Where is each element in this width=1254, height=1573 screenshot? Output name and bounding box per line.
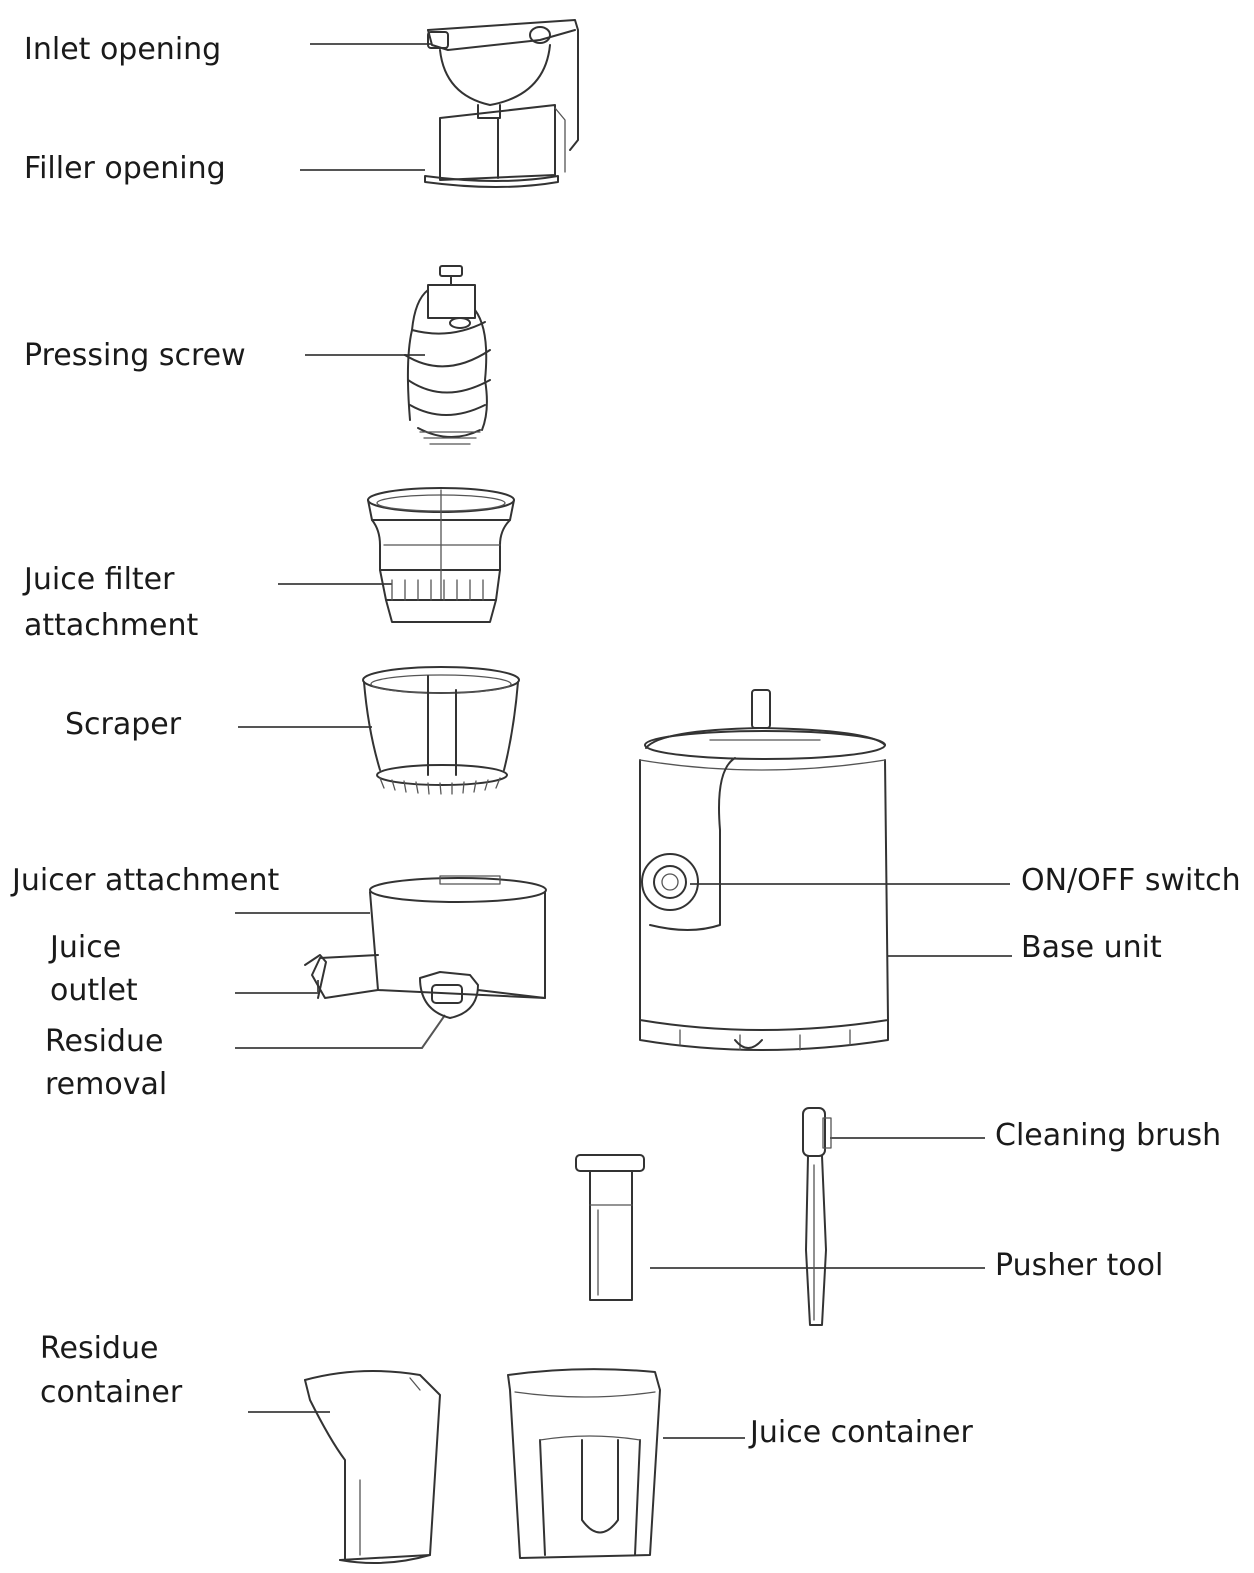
label-scraper: Scraper: [65, 707, 182, 742]
label-cleaning-brush: Cleaning brush: [995, 1118, 1222, 1153]
label-residue-container-line1: Residue: [40, 1331, 159, 1366]
pressing-screw-drawing: [404, 265, 491, 445]
cleaning-brush-drawing: [802, 1107, 832, 1326]
label-residue-removal-line2: removal: [45, 1067, 168, 1102]
base-unit-drawing: [639, 689, 889, 1051]
leader-residue-removal: [235, 1014, 446, 1049]
residue-container-drawing: [304, 1370, 441, 1565]
label-filler-opening: Filler opening: [24, 151, 226, 186]
label-juice-container: Juice container: [750, 1415, 973, 1450]
label-juice-filter-line2: attachment: [24, 608, 199, 643]
leader-lines: [235, 43, 1012, 1439]
inlet-lid-drawing: [424, 19, 579, 188]
label-onoff-switch: ON/OFF switch: [1021, 863, 1241, 898]
juice-filter-drawing: [367, 487, 515, 623]
juicer-attachment-drawing: [304, 875, 547, 1019]
label-juice-outlet-line1: Juice: [50, 930, 122, 965]
label-pusher-tool: Pusher tool: [995, 1248, 1164, 1283]
label-residue-removal-line1: Residue: [45, 1024, 164, 1059]
label-base-unit: Base unit: [1021, 930, 1162, 965]
scraper-drawing: [362, 666, 520, 795]
label-inlet-opening: Inlet opening: [24, 32, 222, 67]
label-residue-container-line2: container: [40, 1375, 183, 1410]
label-juicer-attachment: Juicer attachment: [12, 863, 280, 898]
label-juice-outlet-line2: outlet: [50, 973, 138, 1008]
label-juice-filter-line1: Juice filter: [24, 562, 175, 597]
juice-container-drawing: [507, 1368, 661, 1559]
label-pressing-screw: Pressing screw: [24, 338, 246, 373]
pusher-tool-drawing: [575, 1154, 645, 1301]
leader-juice-outlet: [235, 980, 319, 994]
